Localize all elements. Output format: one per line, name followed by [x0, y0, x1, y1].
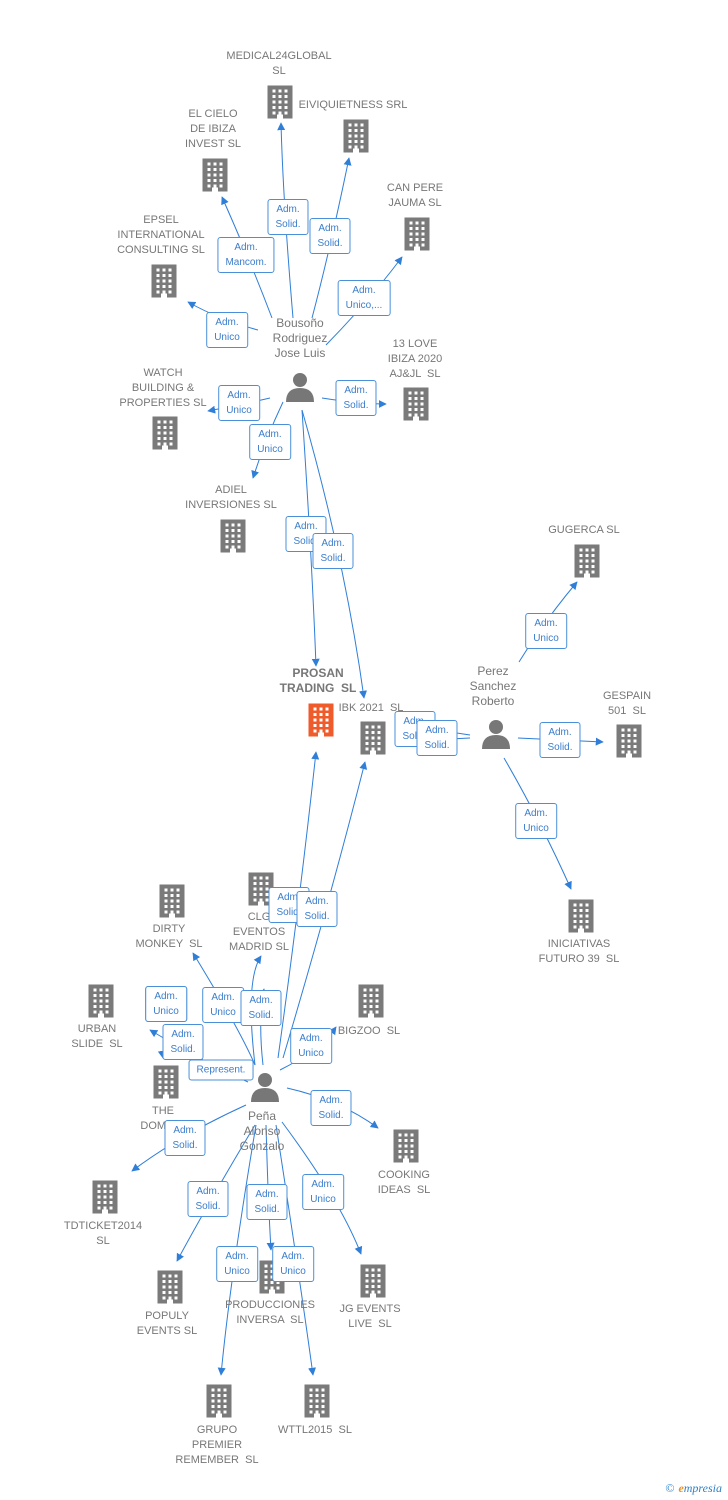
brand-name: mpresia — [683, 1481, 722, 1495]
company-label-medical[interactable]: MEDICAL24GLOBAL SL — [226, 50, 332, 77]
company-label-canpere[interactable]: CAN PERE JAUMA SL — [386, 182, 444, 209]
company-icon-bigzoo[interactable] — [358, 984, 384, 1018]
company-icon-jgevents[interactable] — [360, 1264, 386, 1298]
company-label-eiviquiet[interactable]: EIVIQUIETNESS SRL — [298, 99, 408, 111]
company-icon-gugerca[interactable] — [574, 544, 600, 578]
company-label-love13[interactable]: 13 LOVE IBIZA 2020 AJ&JL SL — [387, 338, 443, 380]
company-label-urban[interactable]: URBAN SLIDE SL — [71, 1023, 123, 1050]
company-icon-dirty[interactable] — [159, 884, 185, 918]
company-label-watch[interactable]: WATCH BUILDING & PROPERTIES SL — [119, 367, 207, 409]
company-label-gugerca[interactable]: GUGERCA SL — [548, 524, 620, 536]
edge-role-badge[interactable]: Adm. Solid. — [267, 199, 309, 235]
company-label-dirty[interactable]: DIRTY MONKEY SL — [135, 923, 203, 950]
company-label-producciones[interactable]: PRODUCCIONES INVERSA SL — [225, 1299, 315, 1326]
empresia-logo[interactable]: ©empresia — [665, 1481, 722, 1496]
edge-role-badge[interactable]: Adm. Unico — [216, 1246, 258, 1282]
edge-role-badge[interactable]: Adm. Solid. — [162, 1024, 204, 1060]
edge-role-badge[interactable]: Adm. Mancom. — [217, 237, 275, 273]
company-label-cielo[interactable]: EL CIELO DE IBIZA INVEST SL — [184, 108, 242, 150]
edge-role-badge[interactable]: Adm. Solid. — [310, 1090, 352, 1126]
company-icon-canpere[interactable] — [404, 217, 430, 251]
edge-role-badge[interactable]: Adm. Unico — [272, 1246, 314, 1282]
company-icon-tdticket[interactable] — [92, 1180, 118, 1214]
edge-role-badge[interactable]: Adm. Solid. — [335, 380, 377, 416]
company-label-epsel[interactable]: EPSEL INTERNATIONAL CONSULTING SL — [117, 214, 205, 256]
edge-role-badge[interactable]: Adm. Unico — [515, 803, 557, 839]
edge-role-badge[interactable]: Adm. Solid. — [539, 722, 581, 758]
edge-role-badge[interactable]: Adm. Unico — [218, 385, 260, 421]
company-icon-iniciativas[interactable] — [568, 899, 594, 933]
edge-role-badge[interactable]: Adm. Solid. — [246, 1184, 288, 1220]
edge-role-badge[interactable]: Adm. Unico — [525, 613, 567, 649]
company-icon-prosan[interactable] — [308, 703, 334, 737]
company-icon-cielo[interactable] — [202, 158, 228, 192]
edge-role-badge[interactable]: Represent. — [188, 1059, 254, 1081]
edge-role-badge[interactable]: Adm. Unico — [249, 424, 291, 460]
copyright-mark: © — [665, 1481, 675, 1495]
company-icon-domingo[interactable] — [153, 1065, 179, 1099]
company-icon-gespain[interactable] — [616, 724, 642, 758]
company-label-clg[interactable]: CLG EVENTOS MADRID SL — [229, 911, 289, 953]
company-label-prosan[interactable]: PROSAN TRADING SL — [279, 666, 357, 695]
edge-role-badge[interactable]: Adm. Unico — [302, 1174, 344, 1210]
company-label-wttl[interactable]: WTTL2015 SL — [278, 1424, 352, 1436]
edge-role-badge[interactable]: Adm. Solid. — [312, 533, 354, 569]
company-label-cooking[interactable]: COOKING IDEAS SL — [377, 1169, 431, 1196]
edge-role-badge[interactable]: Adm. Solid. — [164, 1120, 206, 1156]
company-label-iniciativas[interactable]: INICIATIVAS FUTURO 39 SL — [538, 938, 620, 965]
person-label-bousono[interactable]: Bousoño Rodriguez Jose Luis — [272, 316, 328, 360]
company-icon-adiel[interactable] — [220, 519, 246, 553]
company-icon-wttl[interactable] — [304, 1384, 330, 1418]
company-label-jgevents[interactable]: JG EVENTS LIVE SL — [339, 1303, 401, 1330]
company-icon-love13[interactable] — [403, 387, 429, 421]
person-icon-pena[interactable] — [251, 1073, 279, 1102]
company-icon-medical[interactable] — [267, 85, 293, 119]
person-icon-bousono[interactable] — [286, 373, 314, 402]
person-icon-perez[interactable] — [482, 720, 510, 749]
edge-role-badge[interactable]: Adm. Unico,... — [337, 280, 391, 316]
edge-role-badge[interactable]: Adm. Unico — [206, 312, 248, 348]
person-label-pena[interactable]: Peña Alonso Gonzalo — [239, 1109, 285, 1153]
edge-role-badge[interactable]: Adm. Solid. — [416, 720, 458, 756]
edge-role-badge[interactable]: Adm. Solid. — [187, 1181, 229, 1217]
company-icon-ibk[interactable] — [360, 721, 386, 755]
company-label-tdticket[interactable]: TDTICKET2014 SL — [63, 1220, 143, 1247]
edge-role-badge[interactable]: Adm. Solid. — [240, 990, 282, 1026]
edge-role-badge[interactable]: Adm. Unico — [145, 986, 187, 1022]
company-icon-grupo[interactable] — [206, 1384, 232, 1418]
company-label-bigzoo[interactable]: BIGZOO SL — [337, 1025, 401, 1037]
brand-initial: e — [678, 1481, 684, 1495]
edge-role-badge[interactable]: Adm. Solid. — [296, 891, 338, 927]
company-icon-populy[interactable] — [157, 1270, 183, 1304]
edge-role-badge[interactable]: Adm. Solid. — [309, 218, 351, 254]
person-label-perez[interactable]: Perez Sanchez Roberto — [469, 664, 517, 708]
edge-role-badge[interactable]: Adm. Unico — [202, 987, 244, 1023]
company-label-grupo[interactable]: GRUPO PREMIER REMEMBER SL — [175, 1424, 259, 1466]
company-icon-cooking[interactable] — [393, 1129, 419, 1163]
company-label-adiel[interactable]: ADIEL INVERSIONES SL — [185, 484, 277, 511]
company-label-gespain[interactable]: GESPAIN 501 SL — [602, 690, 652, 717]
company-icon-epsel[interactable] — [151, 264, 177, 298]
edge-role-badge[interactable]: Adm. Unico — [290, 1028, 332, 1064]
company-icon-watch[interactable] — [152, 416, 178, 450]
company-label-populy[interactable]: POPULY EVENTS SL — [136, 1310, 198, 1337]
company-icon-eiviquiet[interactable] — [343, 119, 369, 153]
company-icon-urban[interactable] — [88, 984, 114, 1018]
